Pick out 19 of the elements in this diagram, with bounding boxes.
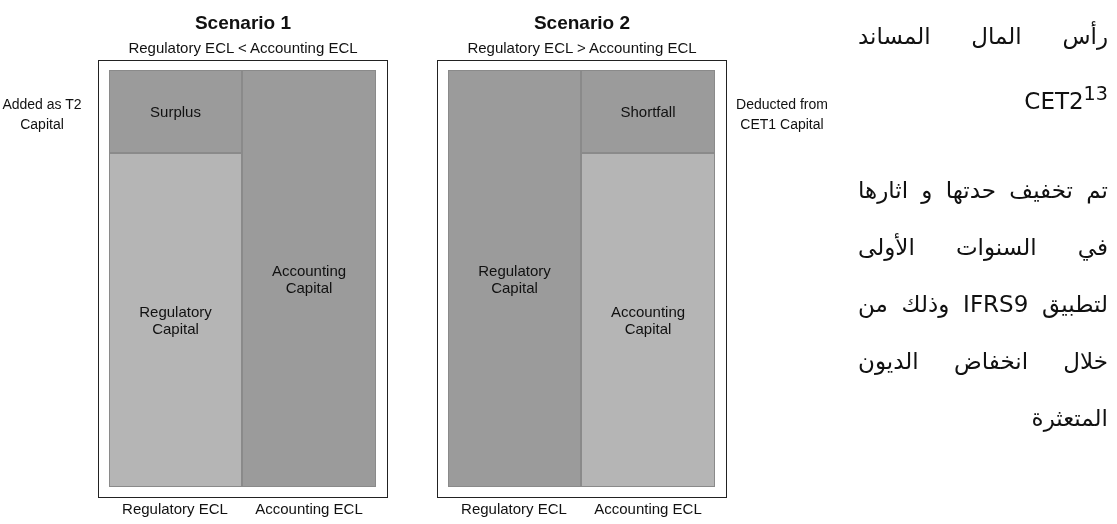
capital-block: Regulatory Capital: [109, 153, 242, 487]
scenario-panel: [437, 60, 727, 498]
scenario-panel: [98, 60, 388, 498]
capital-block: Accounting Capital: [581, 153, 715, 487]
scenario-heading: Scenario 1: [194, 12, 292, 34]
surplus-block: Surplus: [109, 70, 242, 153]
arabic-paragraph: تم تخفيف حدتها و اثارها في السنوات الأولى لتطبيق IFRS9 وذلك من خلال انخفاض الديون المتعثرة: [858, 176, 1108, 434]
side-note: Deducted from CET1 Capital: [735, 95, 829, 134]
axis-label: Regulatory ECL: [461, 500, 567, 517]
scenario-heading: Scenario 2: [533, 12, 631, 34]
capital-block: Accounting Capital: [242, 70, 376, 487]
scenario-subtitle: Regulatory ECL < Accounting ECL: [128, 39, 358, 56]
axis-label: Accounting ECL: [255, 500, 363, 517]
capital-block: Regulatory Capital: [448, 70, 581, 487]
axis-label: Accounting ECL: [594, 500, 702, 517]
axis-label: Regulatory ECL: [122, 500, 228, 517]
side-note: Added as T2 Capital: [2, 95, 82, 134]
shortfall-block: Shortfall: [581, 70, 715, 153]
scenario-subtitle: Regulatory ECL > Accounting ECL: [467, 39, 697, 56]
